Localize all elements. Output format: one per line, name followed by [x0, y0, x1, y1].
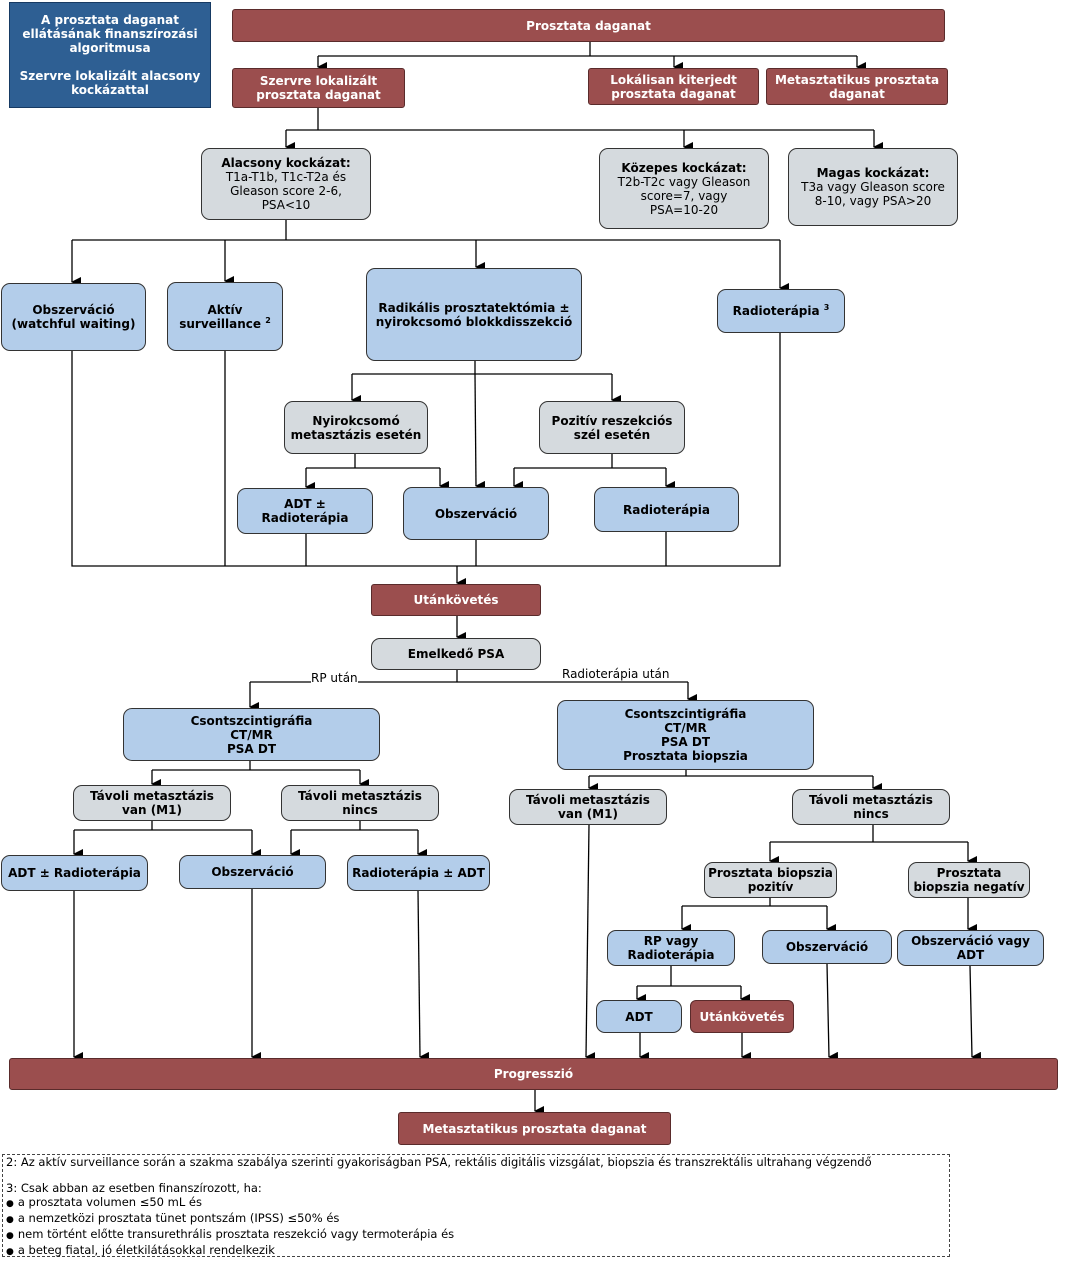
footnote-3-intro: 3: Csak abban az esetben finanszírozott,…	[6, 1181, 262, 1195]
node-watchful-waiting: Obszerváció(watchful waiting)	[1, 283, 146, 351]
footnote-3-item: a beteg fiatal, jó életkilátásokkal rend…	[6, 1243, 946, 1259]
footnote-3-item: a nemzetközi prosztata tünet pontszám (I…	[6, 1211, 946, 1227]
node-adt: ADT	[596, 1000, 682, 1033]
node-active-surveillance: Aktív surveillance 2	[167, 282, 283, 351]
node-radical-prostatectomy: Radikális prosztatektómia ±nyirokcsomó b…	[366, 268, 582, 361]
footnotes: 2: Az aktív surveillance során a szakma …	[2, 1154, 950, 1257]
title-line: ellátásának finanszírozási	[22, 27, 198, 41]
node-radiotherapy-adt: Radioterápia ± ADT	[347, 855, 490, 891]
node-follow-up-1: Utánkövetés	[371, 584, 541, 616]
node-metastatic-bottom: Metasztatikus prosztata daganat	[398, 1112, 671, 1145]
node-prostate-cancer: Prosztata daganat	[232, 9, 945, 42]
subtitle-line: Szervre lokalizált alacsony	[19, 69, 201, 83]
footnote-2: 2: Az aktív surveillance során a szakma …	[6, 1155, 872, 1169]
node-radiotherapy-1: Radioterápia 3	[717, 289, 845, 333]
node-observation-2: Obszerváció	[179, 855, 326, 889]
subtitle-line: kockázattal	[71, 83, 149, 97]
connector-line	[417, 890, 430, 1062]
title-line: A prosztata daganat	[41, 13, 179, 27]
footnote-3-item: nem történt előtte transurethrális prosz…	[6, 1227, 946, 1243]
node-radiotherapy-2: Radioterápia	[594, 487, 739, 532]
node-adt-radiotherapy-2: ADT ± Radioterápia	[1, 855, 148, 891]
node-follow-up-2: Utánkövetés	[690, 1000, 794, 1033]
edge-label-after-rp: RP után	[311, 671, 358, 685]
algorithm-title-box: A prosztata daganat ellátásának finanszí…	[9, 2, 211, 108]
node-observation-1: Obszerváció	[403, 487, 549, 540]
edge-label-after-radiotherapy: Radioterápia után	[562, 667, 670, 681]
node-observation-3: Obszerváció	[762, 930, 892, 964]
connector-line	[969, 965, 982, 1062]
connector-line	[826, 963, 839, 1062]
node-rising-psa: Emelkedő PSA	[371, 638, 541, 670]
connector-line	[474, 373, 486, 491]
node-adt-radiotherapy-1: ADT ±Radioterápia	[237, 488, 373, 534]
connector-line	[71, 333, 781, 567]
footnote-3-item: a prosztata volumen ≤50 mL és	[6, 1195, 946, 1211]
node-progression: Progresszió	[9, 1058, 1058, 1090]
connector-line	[585, 824, 596, 1063]
title-line: algoritmusa	[69, 41, 151, 55]
